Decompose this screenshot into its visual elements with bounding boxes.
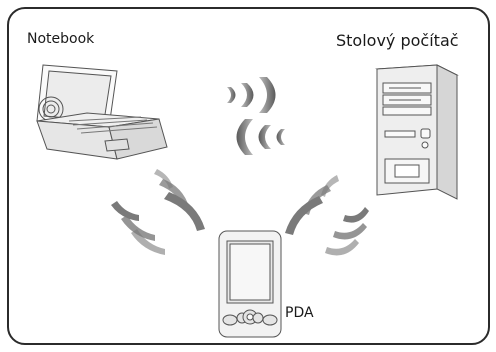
laptop-icon: [36, 64, 168, 160]
wave-desktop-to-laptop: [236, 119, 285, 155]
wave-laptop-to-desktop: [227, 77, 276, 113]
wave-laptop-to-pda: [154, 169, 205, 231]
wave-pda-to-laptop: [111, 201, 165, 255]
pda-label: PDA: [285, 305, 314, 321]
diagram-art: [36, 64, 459, 338]
diagram-frame: Notebook Stolový počítač PDA: [7, 7, 490, 345]
wave-pda-to-desktop: [325, 207, 369, 256]
notebook-label: Notebook: [27, 31, 95, 47]
desktop-label: Stolový počítač: [336, 31, 459, 50]
desktop-tower-icon: [375, 64, 459, 200]
pda-icon: [218, 230, 282, 338]
wave-desktop-to-pda: [285, 175, 339, 235]
